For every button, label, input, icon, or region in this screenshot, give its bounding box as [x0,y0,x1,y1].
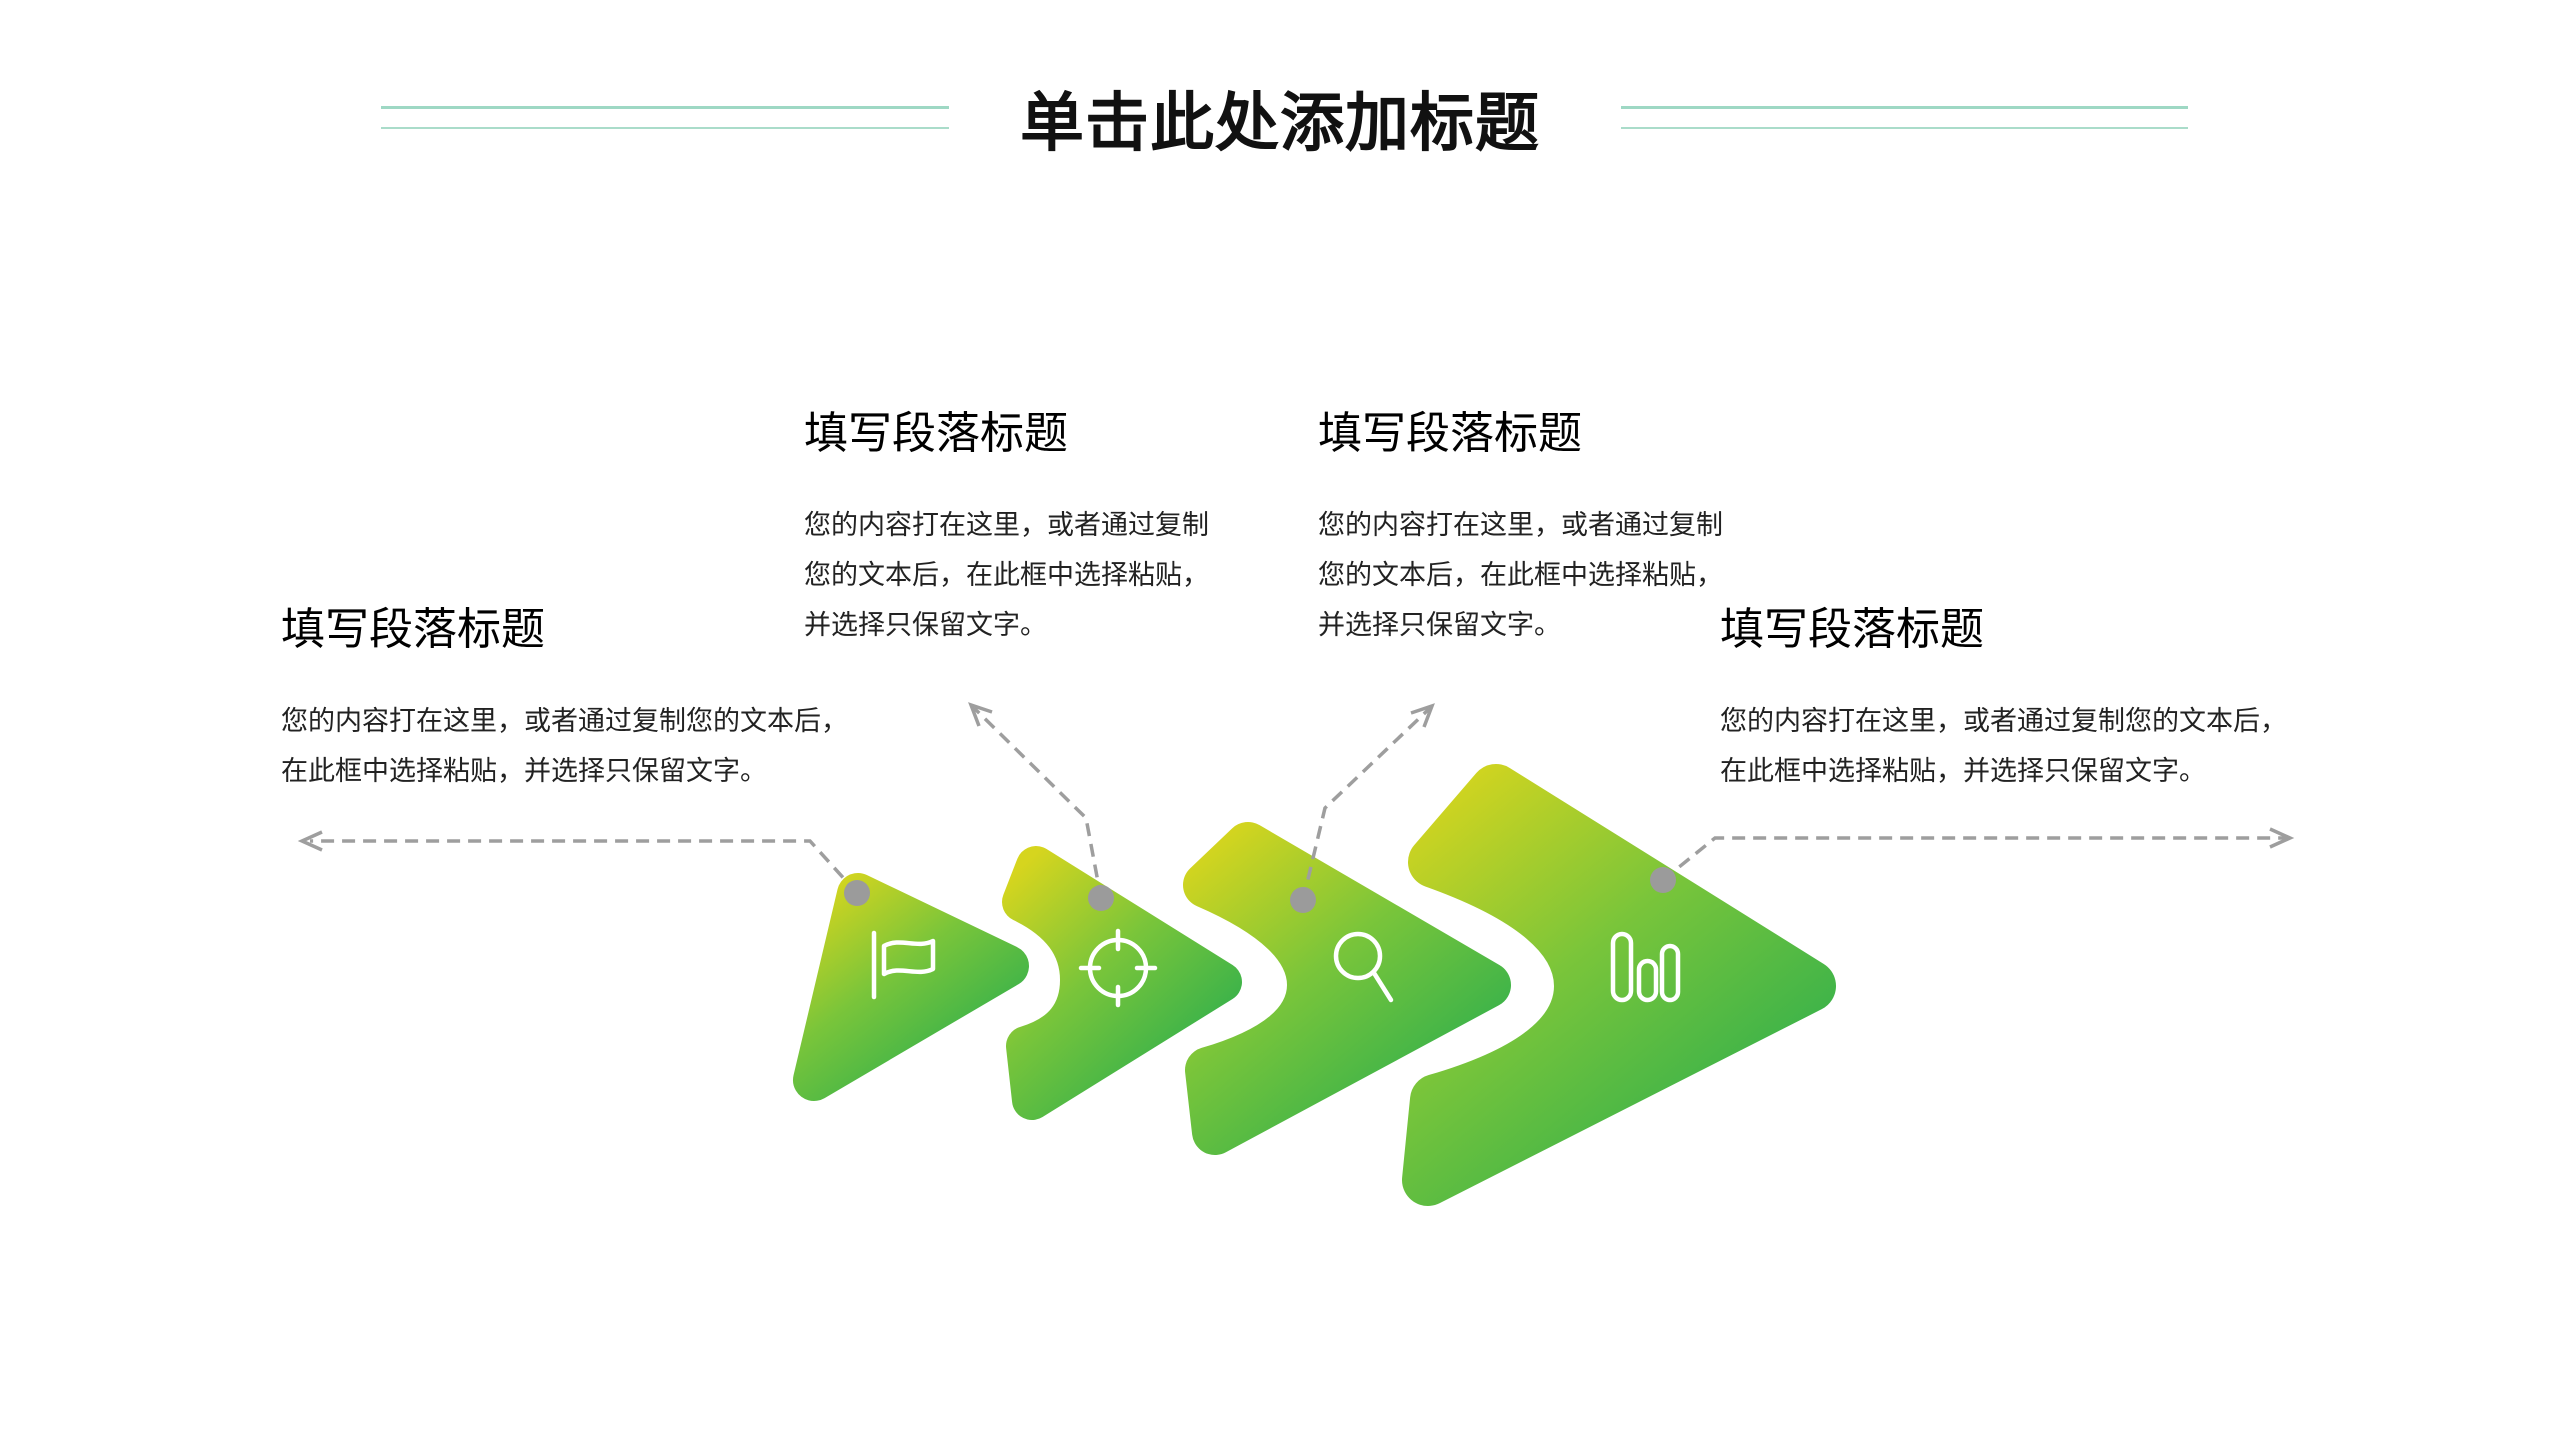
connector-arrowhead-right [2269,827,2295,849]
anchor-dots [844,867,1676,913]
search-icon [1333,931,1394,1003]
connector-dashed-2 [972,706,1103,899]
text-block-1-heading: 填写段落标题 [281,605,545,654]
title-decor-line-right-top [1621,106,2188,109]
text-block-2: 填写段落标题 您的内容打在这里，或者通过复制 您的文本后，在此框中选择粘贴， 并… [804,410,1284,650]
bar-chart-icon [1610,931,1681,1003]
text-block-3-body: 您的内容打在这里，或者通过复制 您的文本后，在此框中选择粘贴， 并选择只保留文字… [1318,510,1723,640]
text-block-4: 填写段落标题 您的内容打在这里，或者通过复制您的文本后， 在此框中选择粘贴，并选… [1720,606,2360,796]
connector-dashed-3 [1301,707,1431,901]
text-block-3: 填写段落标题 您的内容打在这里，或者通过复制 您的文本后，在此框中选择粘贴， 并… [1318,410,1798,650]
flag-icon [871,930,936,1000]
arrow-shape-3 [1183,822,1511,1155]
connector-arrowhead-2 [968,702,993,727]
text-block-1: 填写段落标题 您的内容打在这里，或者通过复制您的文本后， 在此框中选择粘贴，并选… [281,606,921,796]
arrow-shapes [793,764,1836,1206]
text-block-3-heading: 填写段落标题 [1318,409,1582,458]
target-icon [1078,928,1158,1008]
anchor-dot-4 [1650,867,1676,893]
arrow-shape-4 [1402,764,1836,1206]
text-block-2-body: 您的内容打在这里，或者通过复制 您的文本后，在此框中选择粘贴， 并选择只保留文字… [804,510,1209,640]
connector-arrowhead-3 [1410,703,1435,728]
title-decor-line-right-bottom [1621,127,2188,129]
connector-dashed-right [1661,836,2286,882]
slide-title: 单击此处添加标题 [1020,87,1540,159]
arrow-shape-2 [1002,846,1242,1120]
anchor-dot-3 [1290,887,1316,913]
title-decor-line-left-bottom [381,127,949,129]
connector-arrowhead-left [297,830,323,852]
text-block-4-body: 您的内容打在这里，或者通过复制您的文本后， 在此框中选择粘贴，并选择只保留文字。 [1720,706,2287,786]
arrow-shape-1 [793,873,1029,1101]
anchor-dot-1 [844,880,870,906]
text-block-2-heading: 填写段落标题 [804,409,1068,458]
title-decor-line-left-top [381,106,949,109]
text-block-1-body: 您的内容打在这里，或者通过复制您的文本后， 在此框中选择粘贴，并选择只保留文字。 [281,706,848,786]
connector-dashed-left [310,839,859,895]
anchor-dot-2 [1088,885,1114,911]
text-block-4-heading: 填写段落标题 [1720,605,1984,654]
